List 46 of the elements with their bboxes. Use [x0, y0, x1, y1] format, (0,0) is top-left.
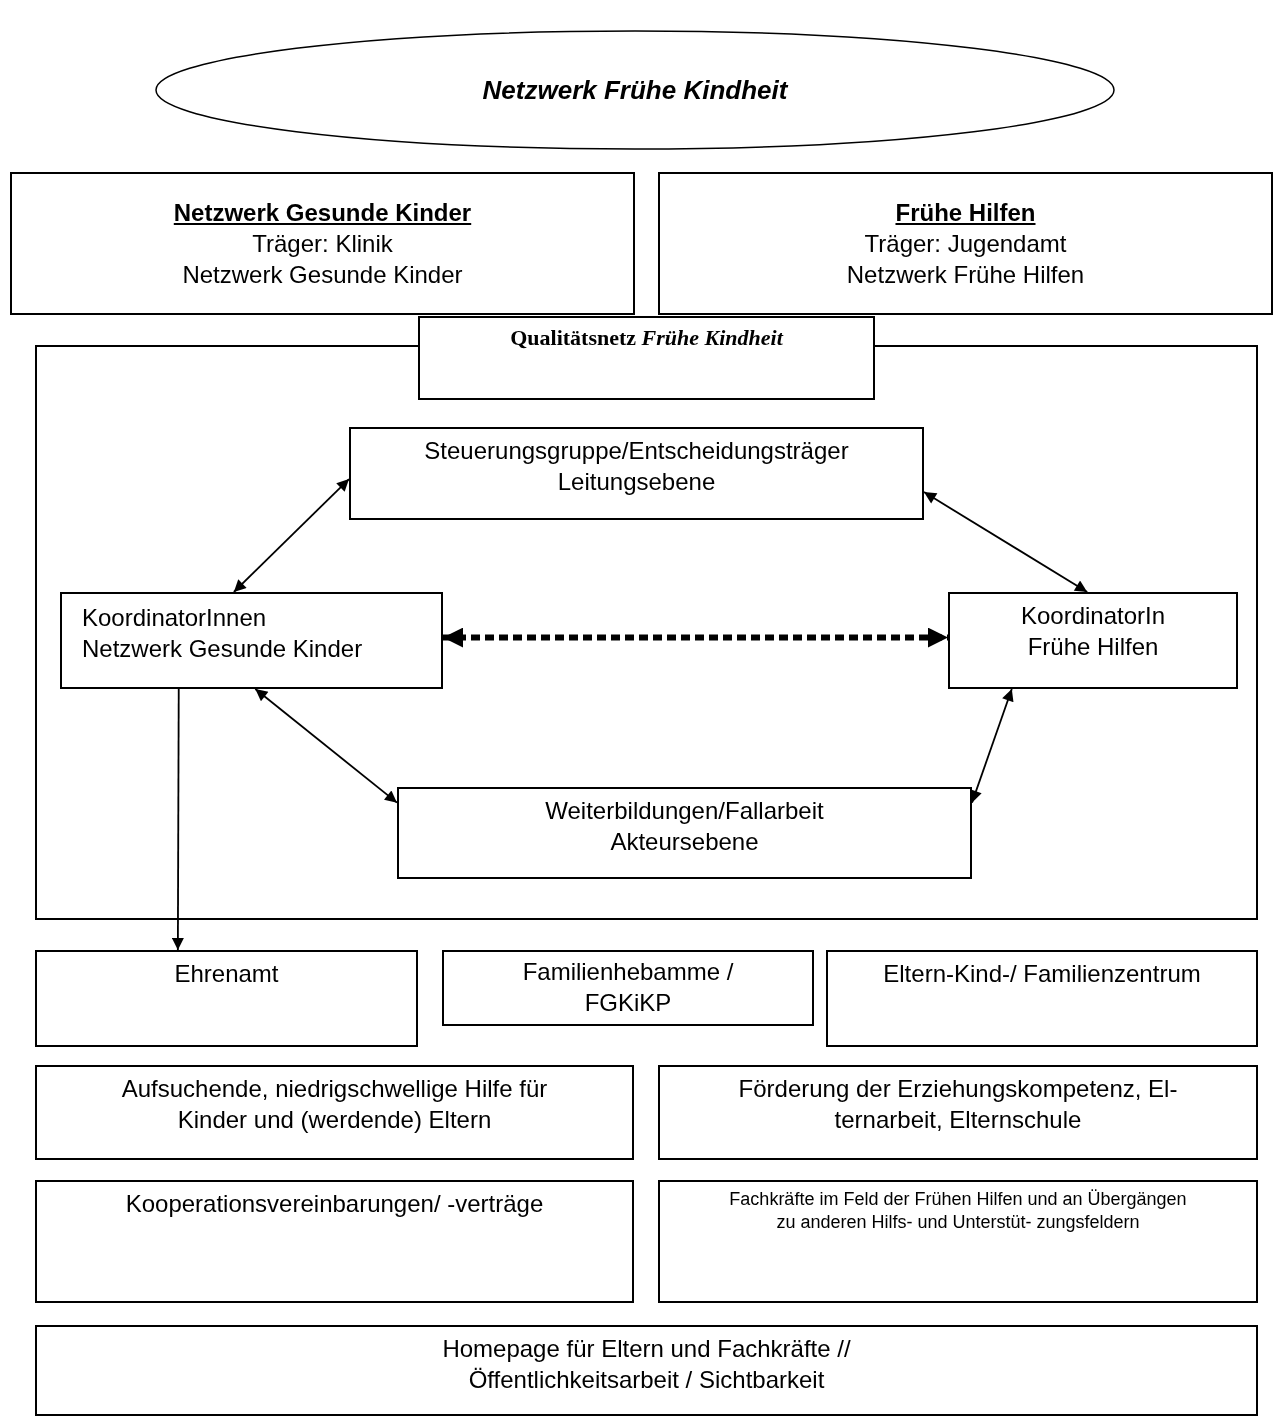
- process-box: [35, 1065, 634, 1160]
- title-ellipse: [155, 30, 1115, 150]
- arrow: [254, 688, 398, 804]
- process-box: [418, 316, 875, 400]
- arrow: [233, 478, 350, 593]
- process-box: [658, 1180, 1258, 1303]
- process-box: [658, 1065, 1258, 1160]
- box-text: Träger: Jugendamt: [864, 228, 1067, 259]
- process-box: [10, 172, 635, 315]
- box-heading: Netzwerk Gesunde Kinder: [173, 197, 472, 228]
- process-box: [442, 950, 814, 1026]
- arrow: [923, 491, 1089, 593]
- process-box: [397, 787, 972, 879]
- arrow: [443, 627, 948, 648]
- box-text: Netzwerk Gesunde Kinder: [82, 634, 363, 665]
- box-text: Eltern-Kind-/ Familienzentrum: [883, 959, 1201, 989]
- box-heading: Qualitätsnetz Frühe Kindheit: [510, 324, 783, 352]
- box-text: Familienhebamme / FGKiKP: [521, 957, 735, 1019]
- arrow: [171, 688, 184, 951]
- box-text: Homepage für Eltern und Fachkräfte // Öffentlichkeitsarbeit / Sichtbarkeit: [441, 1334, 852, 1396]
- box-text: KoordinatorIn: [1020, 601, 1166, 631]
- box-text: Weiterbildungen/Fallarbeit: [545, 796, 824, 826]
- box-text: Förderung der Erziehungskompetenz, El- ternarbeit, Elternschule: [737, 1074, 1179, 1136]
- process-box: [349, 427, 924, 520]
- box-text: Akteursebene: [610, 827, 759, 858]
- box-text: Träger: Klinik: [252, 228, 393, 259]
- process-box: [35, 1180, 634, 1303]
- arrow: [970, 688, 1014, 804]
- ellipse-title: Netzwerk Frühe Kindheit: [482, 74, 788, 106]
- process-box: [35, 1325, 1258, 1416]
- process-box: [826, 950, 1258, 1047]
- box-text: Fachkräfte im Feld der Frühen Hilfen und an Übergängen zu anderen Hilfs- und Unterstüt- zungsfeldern: [728, 1188, 1188, 1235]
- box-text: Aufsuchende, niedrigschwellige Hilfe für Kinder und (werdende) Eltern: [120, 1074, 549, 1136]
- box-text: Netzwerk Gesunde Kinder: [182, 260, 463, 291]
- box-text: Kooperationsvereinbarungen/ -verträge: [125, 1189, 544, 1219]
- box-heading: Frühe Hilfen: [895, 197, 1036, 228]
- box-text: Netzwerk Frühe Hilfen: [846, 260, 1085, 291]
- process-box: [35, 950, 418, 1047]
- process-box: [948, 592, 1238, 689]
- process-box: [60, 592, 443, 689]
- box-text: Ehrenamt: [174, 959, 279, 989]
- process-box: [658, 172, 1273, 315]
- box-text: Leitungsebene: [557, 467, 716, 498]
- box-text: KoordinatorInnen: [82, 603, 267, 633]
- box-text: Steuerungsgruppe/Entscheidungsträger: [424, 436, 849, 466]
- box-text: Frühe Hilfen: [1027, 632, 1159, 663]
